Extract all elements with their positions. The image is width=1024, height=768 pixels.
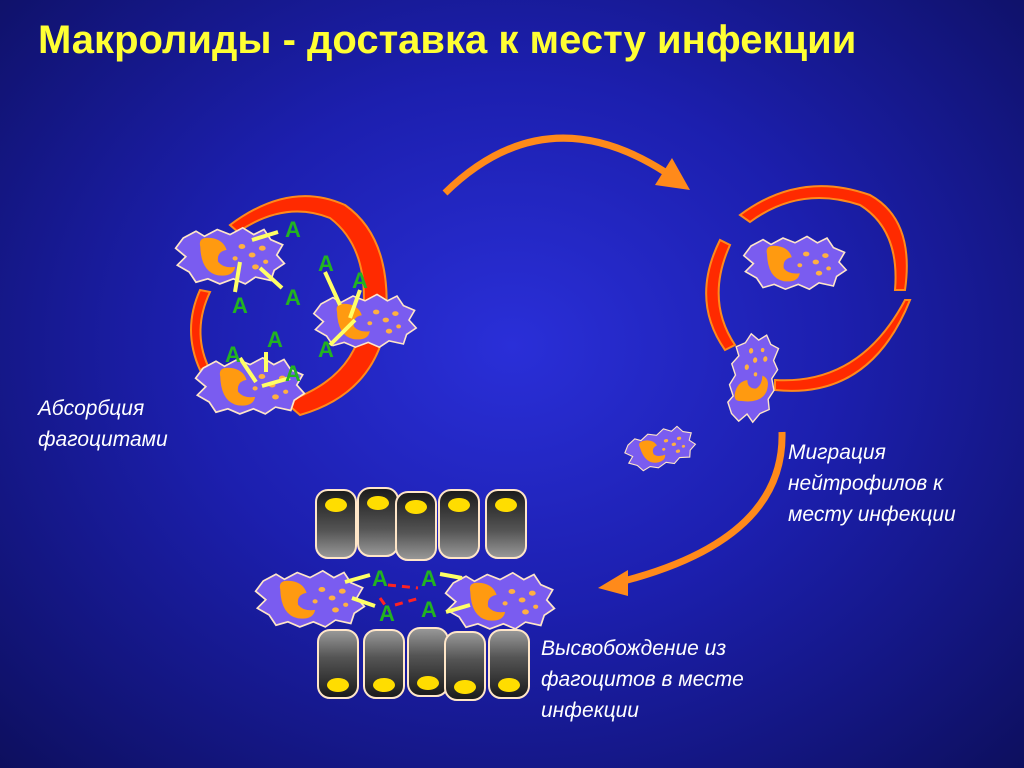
antibiotic-mark: A [352,268,368,293]
antibiotic-mark: A [379,601,395,626]
antibiotic-mark: A [225,342,241,367]
antibiotic-mark: A [285,361,301,386]
neutrophil-cell [742,235,848,291]
release-label-line-2: фагоцитов в месте [541,668,744,691]
release-dashes [378,583,421,613]
release-label-line-1: Высвобождение из [541,637,727,660]
migration-label-line-2: нейтрофилов к [788,472,943,495]
release-label: Высвобождение из фагоцитов в месте инфек… [541,633,744,726]
migration-label-line-3: месту инфекции [788,503,956,526]
page-title: Макролиды - доставка к месту инфекции [38,18,857,62]
antibiotic-mark: A [372,566,388,591]
antibiotic-mark: A [267,327,283,352]
antibiotic-mark: A [232,293,248,318]
neutrophil-cell [620,421,700,476]
arrow-to-infection [598,431,786,596]
absorption-label-line-1: Абсорбция [38,397,145,420]
tissue-top-row [315,487,527,561]
releasing-phagocyte-cell [444,571,556,630]
antibiotic-mark: A [318,251,334,276]
absorption-label-line-2: фагоцитами [38,428,168,451]
migration-vessel [705,185,912,392]
antibiotic-mark: A [421,566,437,591]
arrow-to-migration [442,134,690,196]
tissue-bottom-row [317,627,530,701]
absorption-label: Абсорбция фагоцитами [38,393,168,455]
migration-label-line-1: Миграция [788,441,886,464]
antibiotic-markers: A A A A A A A A A A A A A [225,217,437,626]
antibiotic-mark: A [318,337,334,362]
antibiotic-mark: A [421,597,437,622]
antibiotic-mark: A [285,217,301,242]
antibiotic-mark: A [285,285,301,310]
uptake-arrows [233,230,362,388]
release-arrows [344,572,471,614]
release-label-line-3: инфекции [541,699,639,722]
migration-label: Миграция нейтрофилов к месту инфекции [788,437,956,530]
